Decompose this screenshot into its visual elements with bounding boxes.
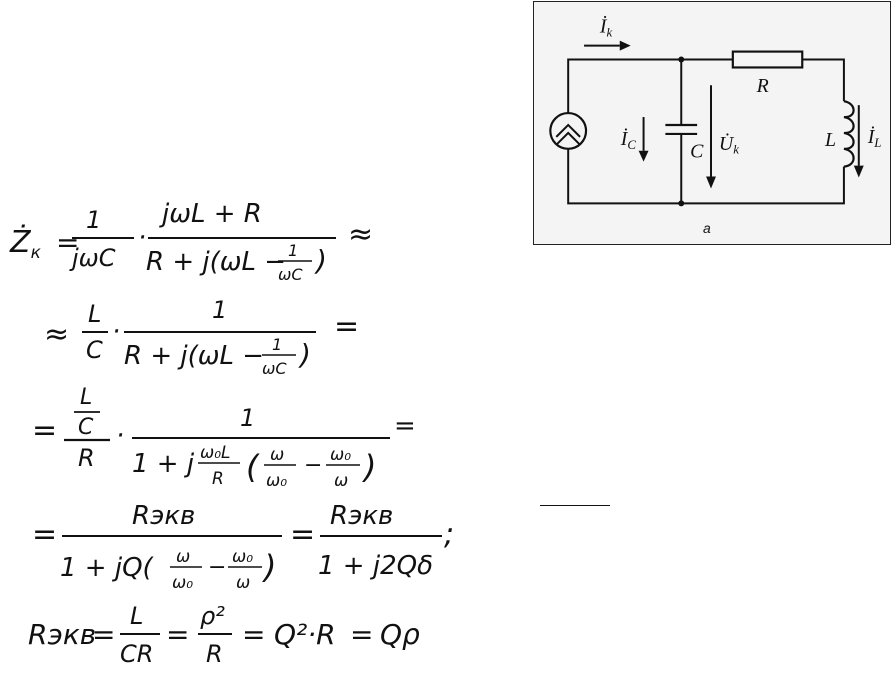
eq2-frac1-den: C [86, 336, 103, 364]
eq1-tail: ≈ [348, 217, 373, 252]
circuit-diagram: İk R L C İC U̇k İL a [533, 1, 891, 245]
eq1-frac1-num: 1 [86, 206, 101, 234]
eq4-equals: = [290, 517, 315, 552]
eq4-frac2-num: Rэкв [330, 501, 393, 531]
eq4-frac1-den-a: 1 + jQ( [60, 553, 155, 583]
eq3-paren-close: ) [362, 448, 376, 486]
circuit-svg: İk R L C İC U̇k İL a [549, 16, 882, 236]
eq4-frac1-num: Rэкв [132, 501, 195, 531]
eq5-frac2-num: ρ² [200, 602, 225, 630]
capacitor-symbol [665, 123, 698, 136]
eq3-top-den: C [78, 415, 94, 440]
eq4-lead: = [32, 517, 57, 552]
eq5-lhs: Rэкв [28, 618, 96, 651]
eq1-equals: = [56, 226, 79, 259]
eq2-lead: ≈ [44, 317, 69, 352]
label-ic: İC [620, 128, 637, 152]
eq5-frac1-num: L [130, 602, 143, 630]
eq1-inner-den: ωC [278, 265, 303, 284]
eq4-w0-num: ω₀ [232, 547, 253, 567]
equation-line-2: ≈ L C · 1 R + j(ωL − 1 ωC ) = [44, 296, 359, 378]
eq3-minus: − [304, 453, 322, 478]
equation-line-4: = Rэкв 1 + jQ( ω ω₀ − ω₀ ω ) = Rэкв 1 + … [32, 501, 454, 593]
eq5-frac2-den: R [206, 640, 223, 668]
eq2-tail: = [334, 309, 359, 344]
label-il: İL [867, 126, 882, 150]
eq3-tail: = [394, 411, 416, 441]
eq4-minus: − [208, 555, 226, 580]
current-source-symbol [549, 111, 588, 150]
eq4-w-num: ω [176, 547, 190, 567]
eq4-w0-den: ω [236, 573, 250, 593]
eq4-semicolon: ; [444, 517, 454, 552]
label-uk: U̇k [719, 133, 739, 157]
eq1-frac1-den: jωC [69, 244, 116, 272]
eq1-frac2-num: jωL + R [159, 199, 262, 229]
eq3-inner-num: ω₀L [200, 443, 231, 463]
equation-line-1: Żк = 1 jωC · jωL + R R + j(ωL − 1 ωC ) ≈ [9, 199, 373, 284]
circuit-wires [567, 58, 845, 205]
eq3-den-a: 1 + j [132, 449, 195, 479]
eq5-frac1-den: CR [120, 640, 153, 668]
arrow-ic-icon [638, 117, 649, 162]
top-node [678, 56, 685, 63]
eq2-frac2-den-a: R + j(ωL − [124, 341, 264, 371]
label-c: C [690, 141, 704, 163]
eq3-paren-open: ( [246, 448, 260, 486]
eq4-w-den: ω₀ [172, 573, 193, 593]
resistor-symbol [731, 50, 804, 69]
eq3-w-den: ω₀ [266, 471, 287, 491]
equation-line-5: Rэкв = L CR = ρ² R = Q²·R = Qρ [28, 602, 420, 668]
bottom-node [678, 200, 685, 207]
eq1-inner-num: 1 [288, 241, 298, 260]
eq2-dot: · [112, 317, 120, 347]
eq2-frac2-num: 1 [212, 296, 227, 324]
label-r: R [756, 75, 769, 97]
inductor-symbol [843, 100, 855, 168]
eq5-eq2: = [166, 618, 189, 651]
eq2-inner-den: ωC [262, 359, 287, 378]
eq5-eq1: = [92, 618, 115, 651]
circuit-caption: a [703, 220, 711, 236]
label-ik: İk [599, 16, 613, 40]
eq1-frac2-den-b: ) [314, 244, 327, 277]
eq2-frac2-den-b: ) [298, 338, 311, 371]
label-l: L [824, 129, 836, 151]
arrow-uk-icon [706, 85, 716, 189]
eq2-frac1-num: L [88, 300, 101, 328]
arrow-ik-icon [584, 40, 631, 51]
eq3-frac2-num: 1 [240, 404, 255, 432]
eq3-dot: · [116, 421, 124, 451]
top-left-wire [567, 58, 733, 114]
eq5-t3: Q²·R [274, 618, 336, 651]
eq4-frac1-den-b: ) [262, 548, 276, 586]
eq5-eq4: = [350, 618, 373, 651]
equation-line-3: = L C R · 1 1 + j ω₀L R ( ω ω₀ − ω₀ ω ) … [32, 385, 416, 491]
eq5-t4: Qρ [380, 618, 420, 651]
eq3-top-num: L [80, 385, 92, 410]
eq3-w-num: ω [270, 445, 284, 465]
eq3-lead: = [32, 413, 57, 448]
eq3-main-den: R [78, 444, 95, 472]
eq3-w0-den: ω [334, 471, 348, 491]
top-right-wire [802, 58, 845, 102]
bottom-wire [567, 148, 845, 205]
arrow-il-icon [853, 105, 864, 178]
eq3-inner-den: R [212, 469, 224, 489]
eq1-lhs: Żк [9, 224, 42, 263]
eq4-frac2-den: 1 + j2Qδ [318, 551, 433, 581]
separator-line [540, 505, 610, 506]
eq3-w0-num: ω₀ [330, 445, 351, 465]
eq2-inner-num: 1 [272, 335, 282, 354]
eq1-dot: · [138, 223, 146, 253]
eq1-frac2-den-a: R + j(ωL − [146, 247, 286, 277]
eq5-eq3: = [242, 618, 265, 651]
